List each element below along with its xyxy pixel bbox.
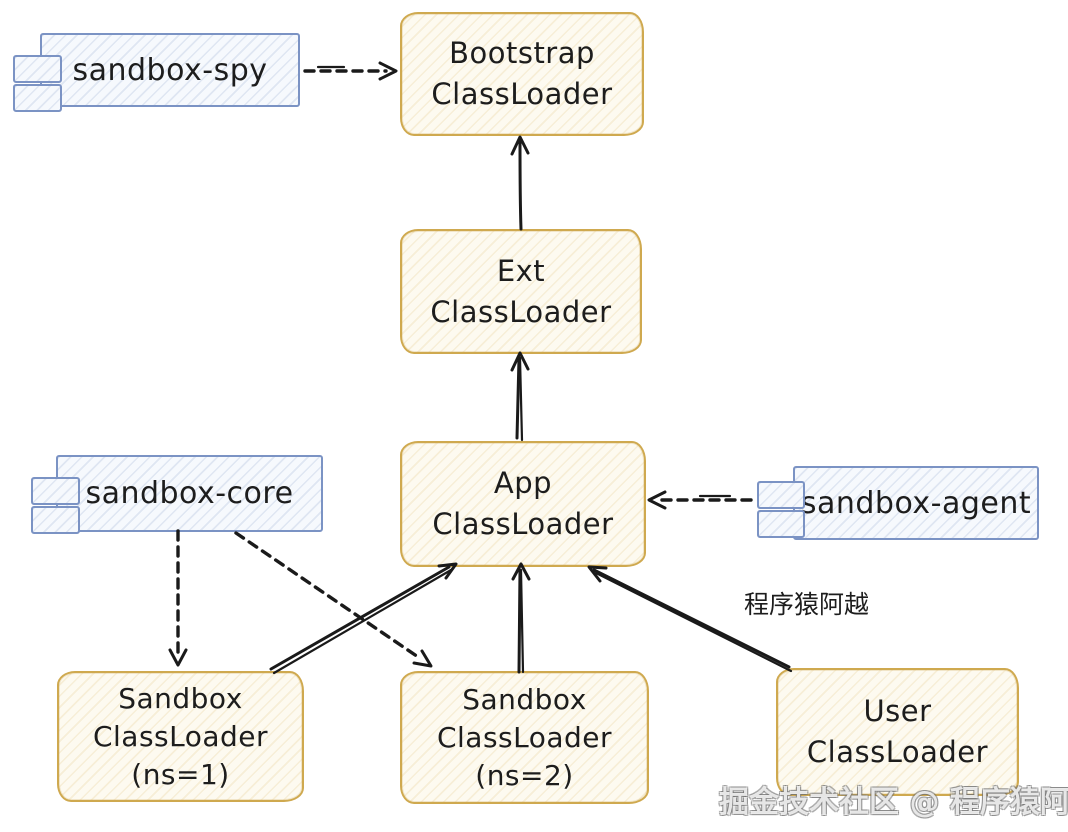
component-port-icon (31, 477, 80, 505)
node-sandbox-classloader-ns2: Sandbox ClassLoader (ns=2) (400, 671, 649, 804)
component-port-icon (757, 481, 805, 509)
component-port-icon (13, 55, 62, 83)
component-port-icon (31, 506, 80, 534)
node-user-classloader: User ClassLoader (776, 668, 1019, 796)
component-label: sandbox-agent (800, 485, 1032, 521)
edge-spy-to-bootstrap (303, 61, 398, 81)
node-label-line: ClassLoader (432, 507, 614, 541)
node-bootstrap-classloader: Bootstrap ClassLoader (400, 12, 644, 136)
node-label-line: ClassLoader (806, 735, 989, 769)
node-label-line: User (863, 694, 932, 728)
node-label-line: ClassLoader (92, 719, 269, 753)
node-label-line: Ext (496, 253, 546, 288)
node-label-line: ClassLoader (436, 720, 613, 754)
node-app-classloader: App ClassLoader (400, 441, 646, 567)
component-label: sandbox-core (85, 476, 294, 511)
edge-core-to-ns1 (168, 529, 188, 667)
node-ext-classloader: Ext ClassLoader (400, 229, 642, 354)
edge-ns1-to-app (269, 562, 458, 675)
node-label-line: Sandbox (118, 681, 243, 715)
watermark-text: 掘金技术社区 @ 程序猿阿越 (719, 785, 1068, 820)
node-sandbox-classloader-ns1: Sandbox ClassLoader (ns=1) (57, 671, 304, 802)
edge-agent-to-app (647, 490, 753, 510)
node-label-line: Sandbox (462, 682, 587, 716)
edge-ext-to-bootstrap (510, 135, 530, 231)
node-label-line: (ns=2) (475, 758, 574, 792)
node-label-line: ClassLoader (431, 77, 613, 111)
author-annotation: 程序猿阿越 (744, 590, 870, 619)
edge-ns2-to-app (511, 562, 531, 674)
edge-app-to-ext (510, 351, 530, 442)
component-label: sandbox-spy (72, 52, 268, 88)
component-port-icon (13, 84, 62, 112)
node-label-line: App (493, 466, 553, 500)
node-label-line: ClassLoader (430, 294, 612, 329)
node-label-line: (ns=1) (131, 757, 230, 791)
component-port-icon (757, 510, 805, 538)
node-label-line: Bootstrap (449, 36, 595, 70)
